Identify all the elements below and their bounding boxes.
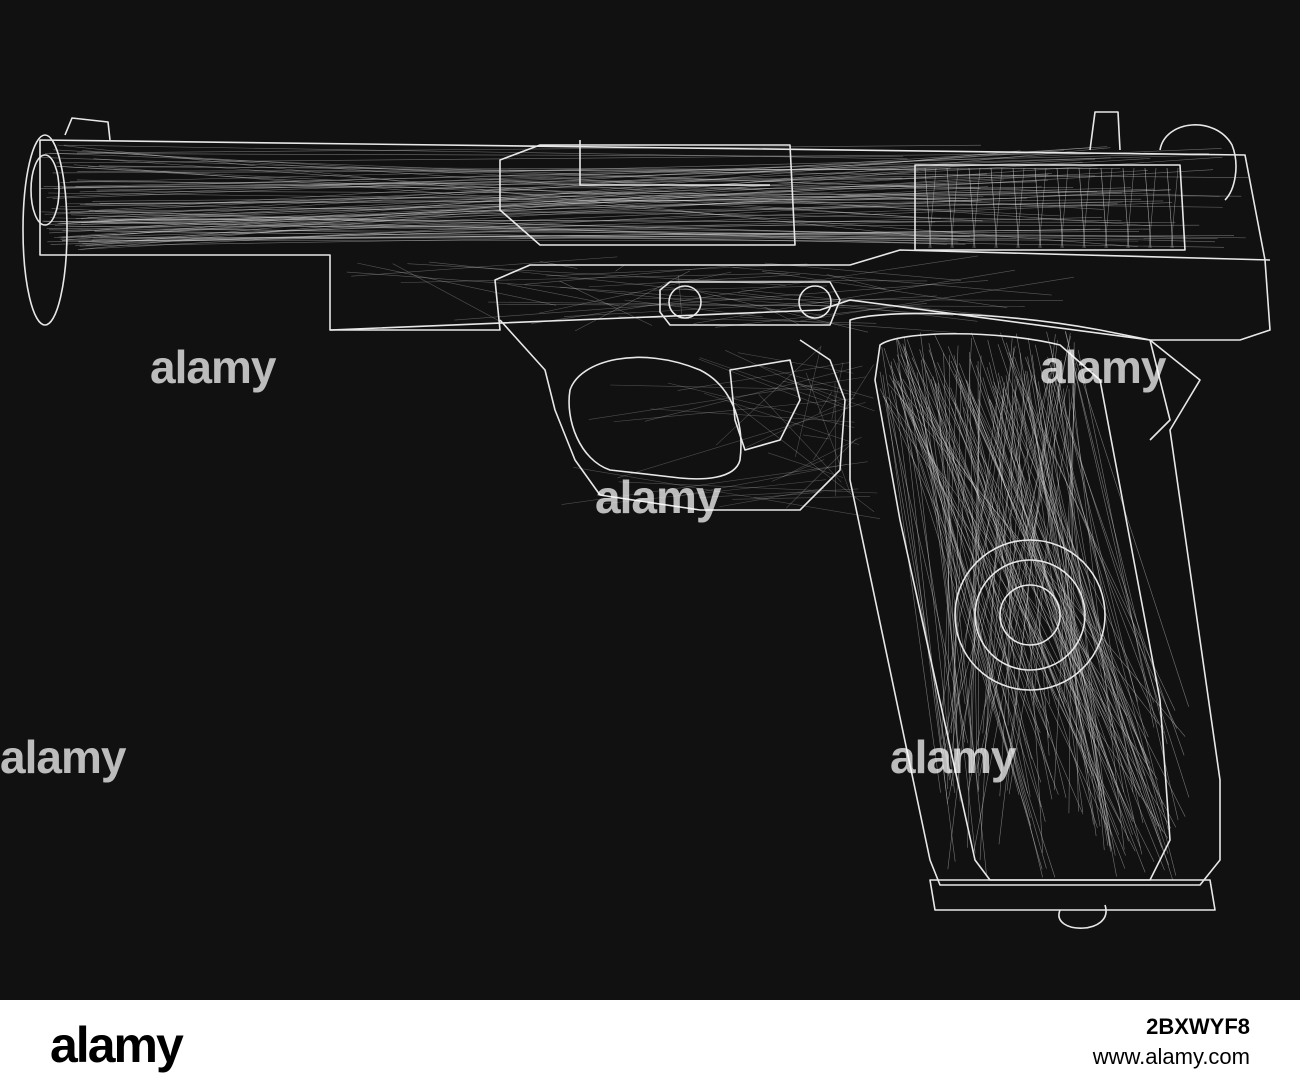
- grip: [849, 312, 1221, 886]
- rear-sight: [1089, 111, 1121, 151]
- image-id: 2BXWYF8: [1146, 1014, 1250, 1039]
- footer-bar: alamy 2BXWYF8 www.alamy.com: [0, 1000, 1300, 1089]
- wireframe-mesh: [40, 144, 1248, 880]
- grip-medallion: [954, 539, 1106, 691]
- watermark: alamy: [0, 731, 126, 783]
- slide-outline: [39, 139, 1271, 341]
- hammer: [1159, 124, 1237, 201]
- footer-logo: alamy: [50, 1017, 184, 1073]
- pistol-wireframe: [22, 111, 1271, 929]
- slide-stop: [659, 281, 841, 326]
- slide-serrations: [914, 164, 1186, 251]
- pistol-outline: [22, 111, 1271, 929]
- watermark: alamy: [150, 341, 276, 393]
- footer-stock-info: 2BXWYF8 www.alamy.com: [1093, 1012, 1250, 1072]
- footer-url: www.alamy.com: [1092, 1044, 1250, 1069]
- ejection-port: [499, 144, 796, 246]
- muzzle: [22, 134, 68, 326]
- watermark: alamy: [1040, 341, 1166, 393]
- watermark: alamy: [890, 731, 1016, 783]
- magazine-base: [929, 879, 1216, 911]
- watermark: alamy: [595, 471, 721, 523]
- stock-photo: alamy alamy alamy alamy alamy: [0, 111, 1271, 929]
- trigger: [729, 359, 801, 451]
- trigger-guard: [499, 319, 846, 511]
- front-sight: [64, 117, 111, 141]
- lanyard-loop: [1058, 904, 1107, 929]
